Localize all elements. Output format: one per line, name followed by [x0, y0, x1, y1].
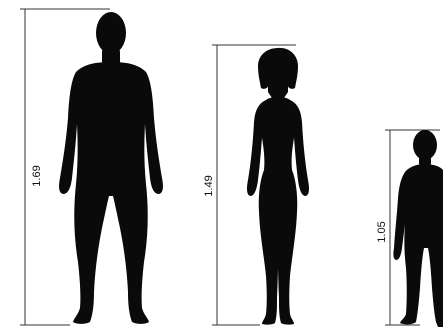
child-group: 1.05: [376, 130, 443, 327]
man-group: 1.69: [20, 9, 163, 325]
woman-group: 1.49: [203, 45, 309, 325]
child-silhouette: [393, 130, 443, 327]
child-height-label: 1.05: [376, 221, 388, 242]
man-height-label: 1.69: [31, 165, 43, 186]
man-silhouette: [59, 12, 163, 324]
woman-height-label: 1.49: [203, 175, 215, 196]
woman-silhouette: [247, 48, 309, 325]
